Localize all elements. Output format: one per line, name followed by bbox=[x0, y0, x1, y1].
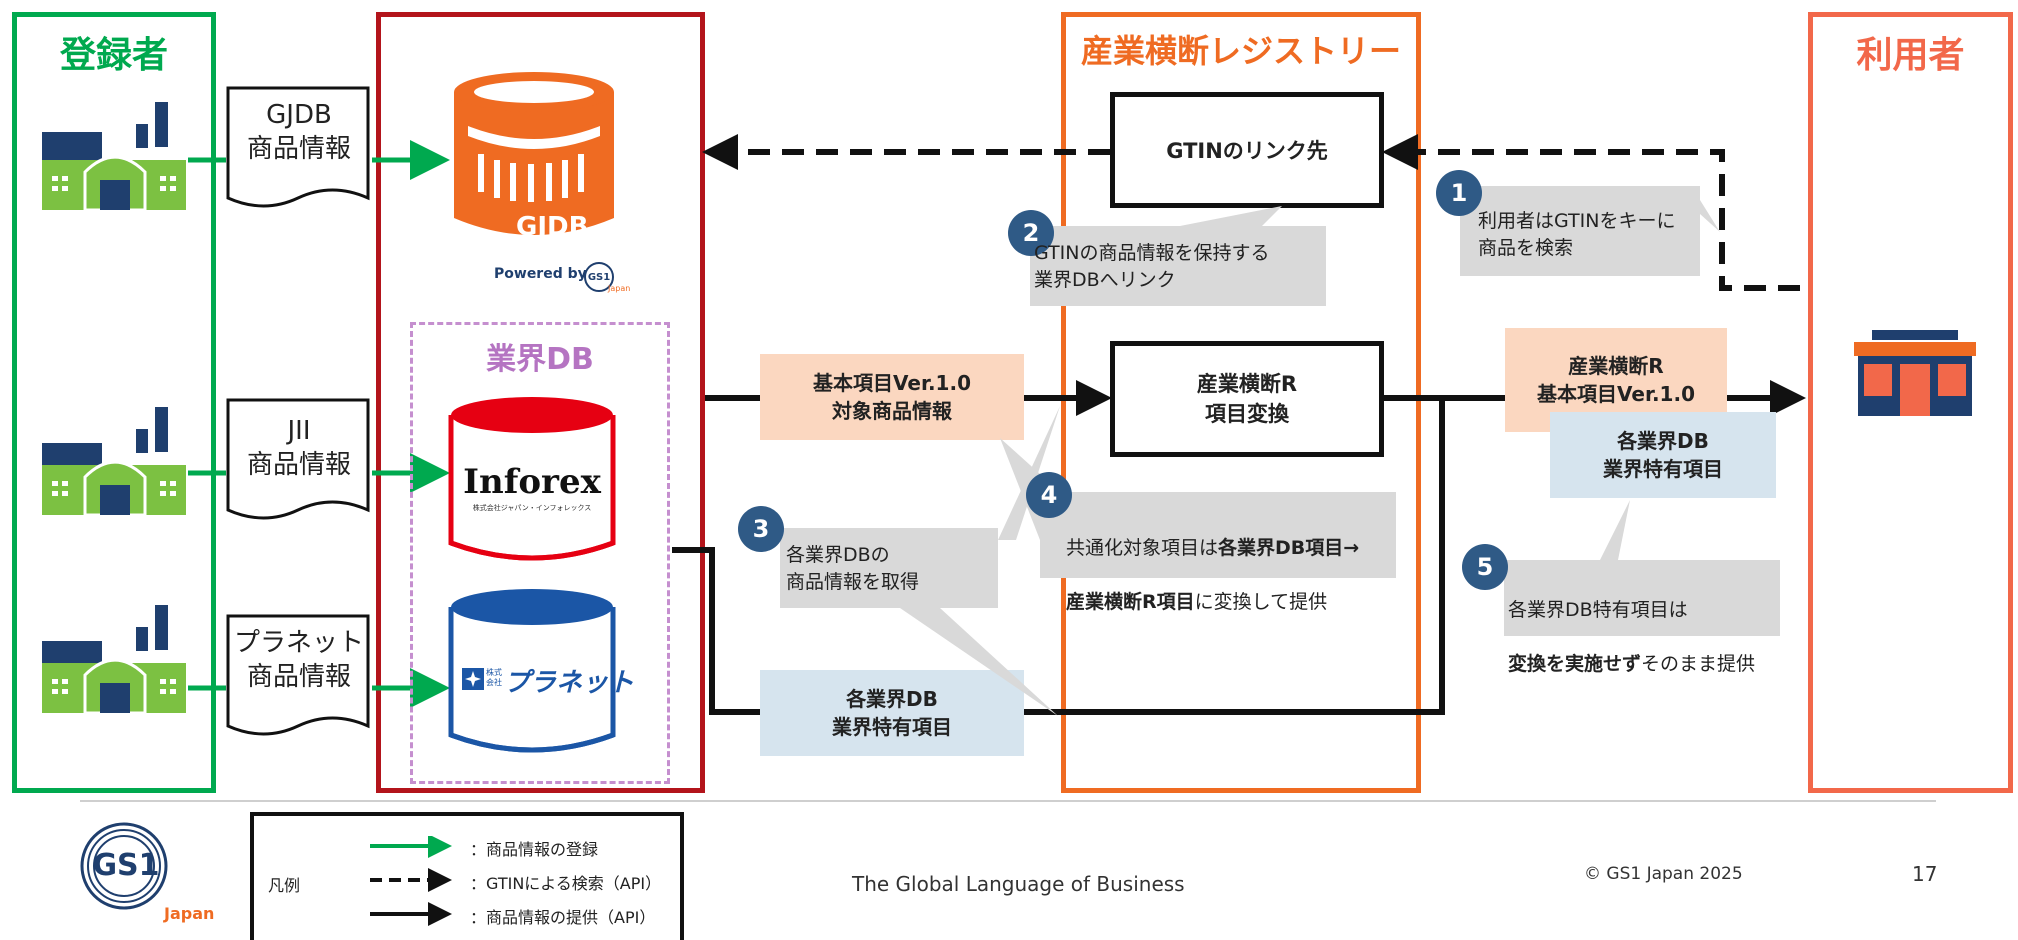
callout-5-part-a: 各業界DB特有項目は bbox=[1508, 599, 1688, 621]
conversion-box: 産業横断R 項目変換 bbox=[1110, 341, 1384, 457]
document-label: プラネット 商品情報 bbox=[233, 628, 364, 692]
callout-4-text: 共通化対象項目は各業界DB項目→ 産業横断R項目に変換して提供 bbox=[1066, 508, 1359, 616]
callout-5-text: 各業界DB特有項目は 変換を実施せずそのまま提供 bbox=[1508, 570, 1755, 678]
gtin-link-box: GTINのリンク先 bbox=[1110, 92, 1384, 208]
step-badge-3: 3 bbox=[738, 506, 784, 552]
factory-icon bbox=[42, 102, 186, 212]
footer-tagline: The Global Language of Business bbox=[852, 872, 1185, 896]
registrant-frame bbox=[12, 12, 216, 793]
industry-db-title: 業界DB bbox=[486, 342, 594, 377]
registrant-title: 登録者 bbox=[59, 35, 168, 76]
gjdb-label: GJDB bbox=[516, 212, 589, 242]
factory-icon bbox=[42, 605, 186, 715]
gs1-logo-text: GS1 bbox=[92, 848, 160, 883]
document-shape bbox=[226, 398, 370, 520]
gs1-logo-sub: Japan bbox=[164, 904, 215, 923]
step-badge-5: 5 bbox=[1462, 544, 1508, 590]
registry-frame bbox=[1061, 12, 1421, 793]
callout-4-part-a: 共通化対象項目は bbox=[1066, 537, 1219, 559]
legend-item-provide: ：商品情報の提供（API） bbox=[470, 908, 656, 927]
document-shape bbox=[226, 614, 370, 736]
planet-logo-icon bbox=[462, 668, 484, 690]
document-label: JII 商品情報 bbox=[246, 416, 351, 480]
step-badge-4: 4 bbox=[1026, 472, 1072, 518]
gjdb-database-icon bbox=[454, 72, 614, 235]
callout-4-part-c: 産業横断R項目 bbox=[1066, 591, 1195, 613]
step-badge-1: 1 bbox=[1436, 170, 1482, 216]
document-label: GJDB 商品情報 bbox=[246, 100, 351, 164]
inforex-logo-text: Inforex bbox=[463, 462, 601, 502]
user-frame bbox=[1808, 12, 2013, 793]
legend-arrows bbox=[370, 836, 452, 926]
callout-3-text: 各業界DBの 商品情報を取得 bbox=[786, 544, 920, 593]
document-shape bbox=[226, 86, 370, 208]
page-number: 17 bbox=[1912, 862, 1938, 886]
legend-item-register: ：商品情報の登録 bbox=[470, 840, 599, 859]
gs1-small-logo: GS1 bbox=[584, 262, 614, 292]
planet-prefix: 株式会社 bbox=[486, 668, 502, 687]
industry-specific-left-label: 各業界DB 業界特有項目 bbox=[760, 670, 1024, 756]
database-frame bbox=[376, 12, 705, 793]
legend-title: 凡例 bbox=[268, 876, 301, 895]
callout-2-text: GTINの商品情報を保持する 業界DBへリンク bbox=[1034, 242, 1270, 291]
planet-database-icon bbox=[448, 589, 616, 753]
industry-specific-right-label: 各業界DB 業界特有項目 bbox=[1550, 412, 1776, 498]
planet-logo-text: プラネット bbox=[504, 668, 635, 698]
callout-5-part-b: 変換を実施せず bbox=[1508, 653, 1642, 675]
callout-4-part-b: 各業界DB項目→ bbox=[1218, 537, 1360, 559]
callout-4-part-d: に変換して提供 bbox=[1194, 591, 1328, 613]
store-icon bbox=[1854, 330, 1976, 416]
industry-db-frame bbox=[410, 322, 670, 784]
legend-box bbox=[250, 812, 684, 940]
user-title: 利用者 bbox=[1856, 35, 1965, 76]
callout-1-text: 利用者はGTINをキーに 商品を検索 bbox=[1478, 210, 1676, 259]
factory-icon bbox=[42, 407, 186, 517]
registry-title: 産業横断レジストリー bbox=[1080, 32, 1401, 70]
callout-5-part-c: そのまま提供 bbox=[1641, 653, 1756, 675]
basic-items-label: 基本項目Ver.1.0 対象商品情報 bbox=[760, 354, 1024, 440]
inforex-subtext: 株式会社ジャパン・インフォレックス bbox=[472, 504, 592, 512]
inforex-database-icon bbox=[448, 397, 616, 561]
gs1-small-japan: Japan bbox=[608, 284, 631, 293]
step-badge-2: 2 bbox=[1008, 210, 1054, 256]
gs1-logo-icon bbox=[80, 822, 168, 910]
gjdb-powered-by: Powered by bbox=[494, 266, 587, 282]
footer-copyright: © GS1 Japan 2025 bbox=[1584, 864, 1743, 884]
footer-divider bbox=[80, 800, 1936, 802]
legend-item-search: ：GTINによる検索（API） bbox=[470, 874, 662, 893]
